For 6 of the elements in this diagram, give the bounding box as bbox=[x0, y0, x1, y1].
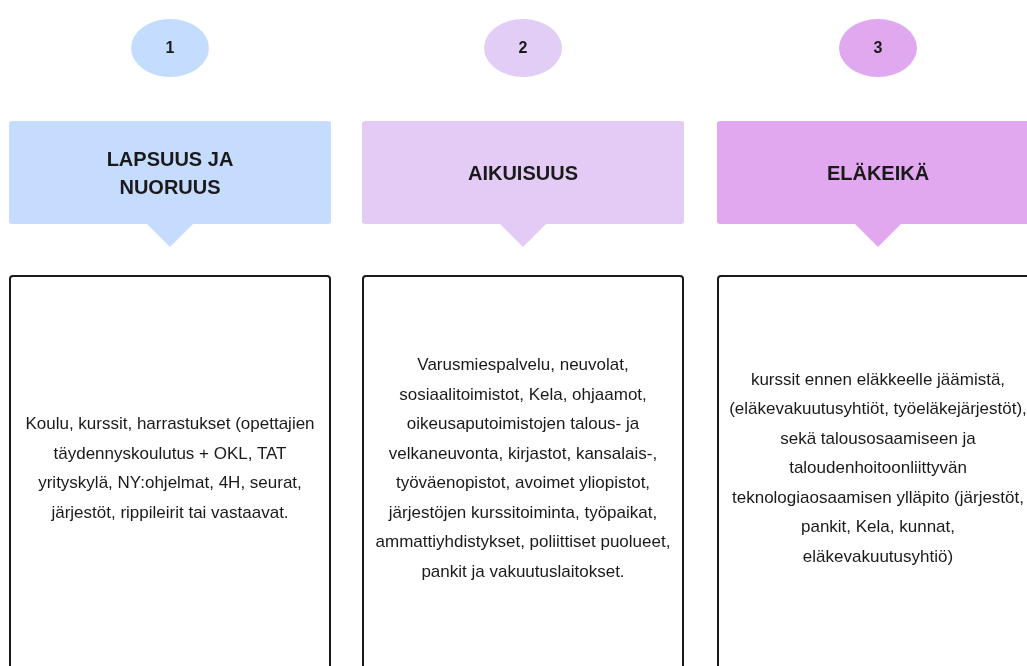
step-number-circle: 2 bbox=[484, 19, 562, 77]
description-box: Varusmiespalvelu, neuvolat, sosiaalitoimistot, Kela, ohjaamot, oikeusaputoimistojen talous- ja velkaneuvonta, kirjastot, kansalais-, työväenopistot, avoimet yliopistot, järjestöjen kurssitoiminta, työpaikat, ammattiyhdistykset, poliittiset puolueet, pankit ja vakuutuslaitokset. bbox=[362, 275, 684, 666]
step-number-circle: 3 bbox=[839, 19, 917, 77]
description-box: Koulu, kurssit, harrastukset (opettajien täydennyskoulutus + OKL, TAT yrityskylä, NY:ohjelmat, 4H, seurat, järjestöt, rippileirit tai vastaavat. bbox=[9, 275, 331, 666]
step-number-circle: 1 bbox=[131, 19, 209, 77]
description-box: kurssit ennen eläkkeelle jäämistä, (eläkevakuutusyhtiöt, työeläkejärjestöt), sekä talousosaamiseen ja taloudenhoitoonliittyvän teknologiaosaamisen ylläpito (järjestöt, pankit, Kela, kunnat, eläkevakuutusyhtiö) bbox=[717, 275, 1027, 666]
